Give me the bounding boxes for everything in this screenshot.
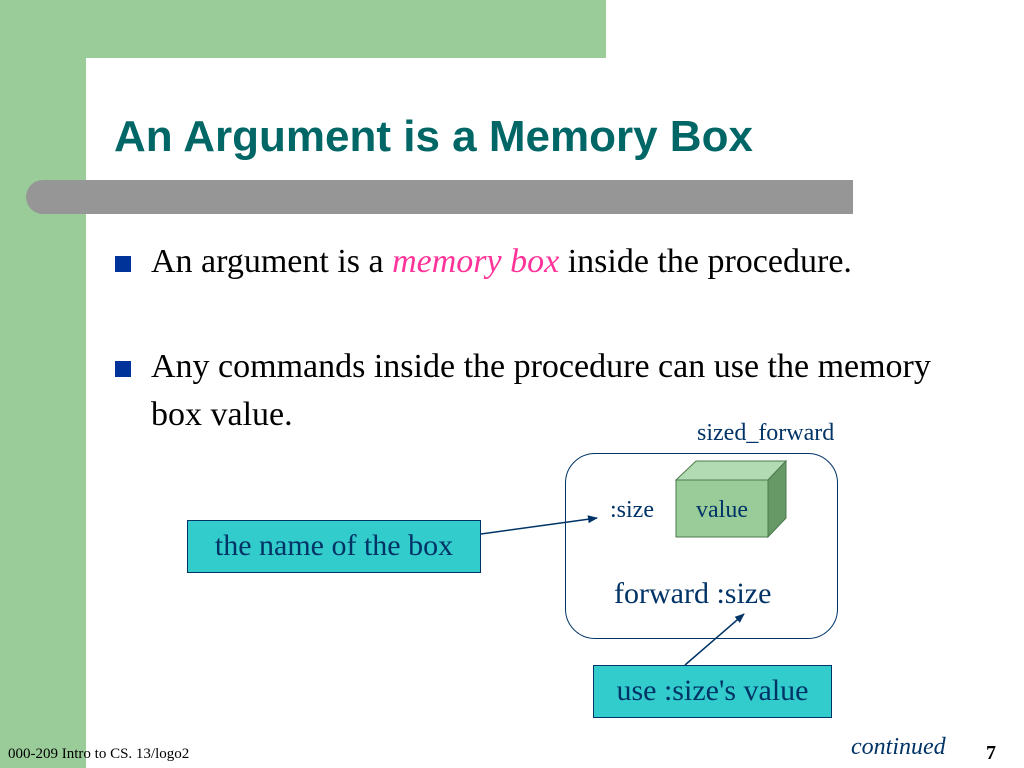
forward-command: forward :size <box>614 577 772 610</box>
page-number: 7 <box>986 742 996 764</box>
memory-box-value: value <box>696 497 748 523</box>
procedure-name-label: sized_forward <box>697 420 835 446</box>
box-name-callout: the name of the box <box>187 520 481 573</box>
top-accent-band <box>0 0 606 58</box>
title-underline-bar <box>26 180 853 214</box>
bullet-1-text-end: inside the procedure. <box>559 243 852 280</box>
bullet-1-text-start: An argument is a <box>151 243 393 280</box>
memory-box-emphasis: memory box <box>392 243 560 280</box>
bullet-marker <box>115 361 131 377</box>
left-accent-band <box>0 0 86 768</box>
bullet-2: Any commands inside the procedure can us… <box>151 348 931 433</box>
slide-title: An Argument is a Memory Box <box>114 112 753 161</box>
bullet-1: An argument is a memory box inside the p… <box>151 238 941 286</box>
continued-label: continued <box>851 734 946 760</box>
use-value-callout: use :size's value <box>593 665 832 718</box>
argument-name-label: :size <box>610 497 654 523</box>
bullet-marker <box>115 256 131 272</box>
content-panel <box>86 58 1024 768</box>
footer-course-label: 000-209 Intro to CS. 13/logo2 <box>8 746 190 762</box>
